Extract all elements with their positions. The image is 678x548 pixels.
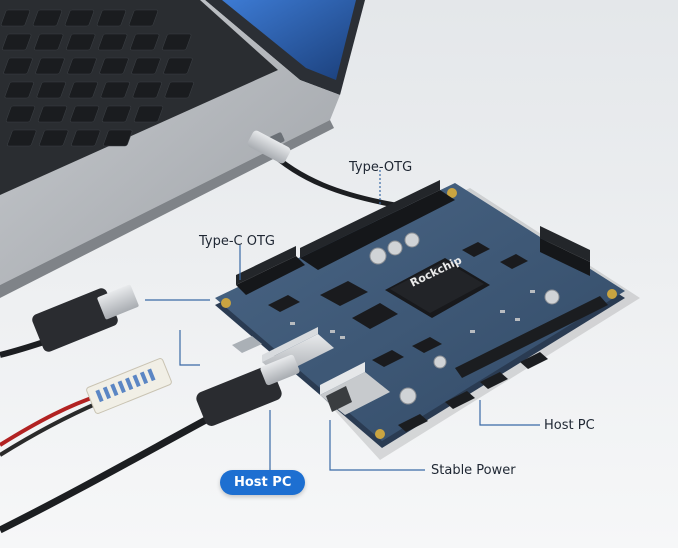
capacitors	[369, 232, 560, 405]
usb-a-cable	[0, 284, 139, 358]
dev-board	[215, 180, 625, 448]
ethernet-jack-icon	[320, 362, 390, 415]
laptop	[0, 0, 365, 298]
label-type-otg: Type-OTG	[349, 160, 413, 175]
label-type-c-otg: Type-C OTG	[199, 234, 276, 249]
usb-c-port-1	[232, 336, 262, 353]
label-stable-power: Stable Power	[431, 463, 516, 478]
callout-lines	[145, 170, 540, 478]
gpio-header-top	[300, 190, 455, 270]
usb-c-cable	[0, 354, 300, 534]
label-host-pc-right: Host PC	[544, 418, 595, 433]
label-host-pc-pill: Host PC	[220, 470, 306, 495]
laptop-usb-plug-icon	[247, 130, 291, 164]
gpio-header-bottom	[455, 296, 608, 378]
memory-chip-2	[352, 303, 398, 329]
memory-chip-1	[320, 281, 368, 306]
usb-c-plug-icon	[196, 366, 282, 426]
laptop-keyboard	[0, 9, 194, 147]
gpio-header-left	[236, 256, 305, 295]
gpio-header-right	[540, 238, 590, 276]
usb-a-plug-icon	[32, 288, 118, 352]
ribbon-cable	[0, 358, 172, 457]
